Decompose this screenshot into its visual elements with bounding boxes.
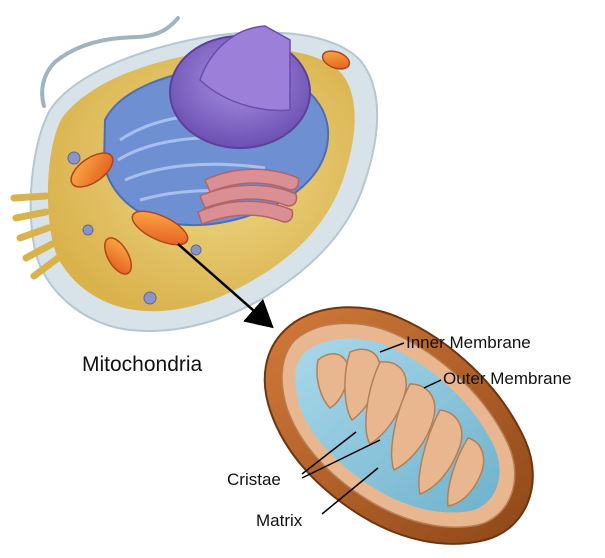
label-inner-membrane: Inner Membrane bbox=[406, 333, 531, 353]
label-cristae: Cristae bbox=[227, 470, 281, 490]
animal-cell bbox=[14, 18, 377, 331]
golgi-apparatus bbox=[198, 169, 299, 224]
label-outer-membrane: Outer Membrane bbox=[443, 369, 572, 389]
label-mitochondria: Mitochondria bbox=[82, 353, 202, 377]
label-matrix: Matrix bbox=[256, 511, 302, 531]
